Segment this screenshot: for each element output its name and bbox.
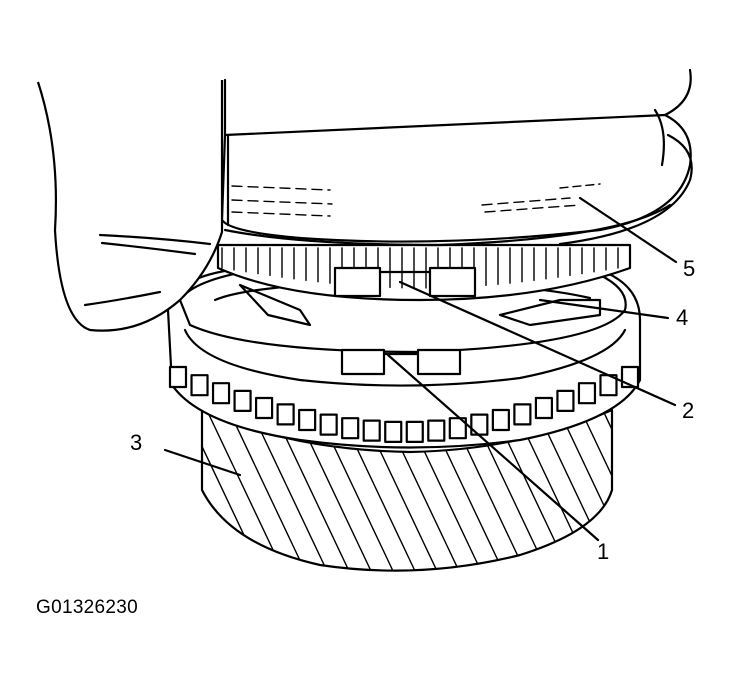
callout-5: 5	[683, 256, 696, 281]
gear-cylinder	[220, 108, 693, 247]
callout-3: 3	[130, 430, 143, 455]
housing-outline	[223, 68, 692, 137]
leader-line-2	[398, 280, 677, 407]
leader-line-3	[163, 448, 242, 477]
leader-line-1	[386, 353, 600, 542]
figure-id-label: G01326230	[36, 597, 139, 618]
leader-line-4	[538, 298, 670, 320]
thumb	[36, 80, 224, 332]
callout-2: 2	[682, 398, 695, 423]
upper-clutch-teeth	[216, 243, 632, 302]
leader-line-5	[578, 196, 678, 264]
callout-4: 4	[676, 305, 689, 330]
leader-lines	[163, 196, 678, 542]
callout-1: 1	[597, 539, 610, 564]
ring-teeth	[168, 365, 640, 443]
